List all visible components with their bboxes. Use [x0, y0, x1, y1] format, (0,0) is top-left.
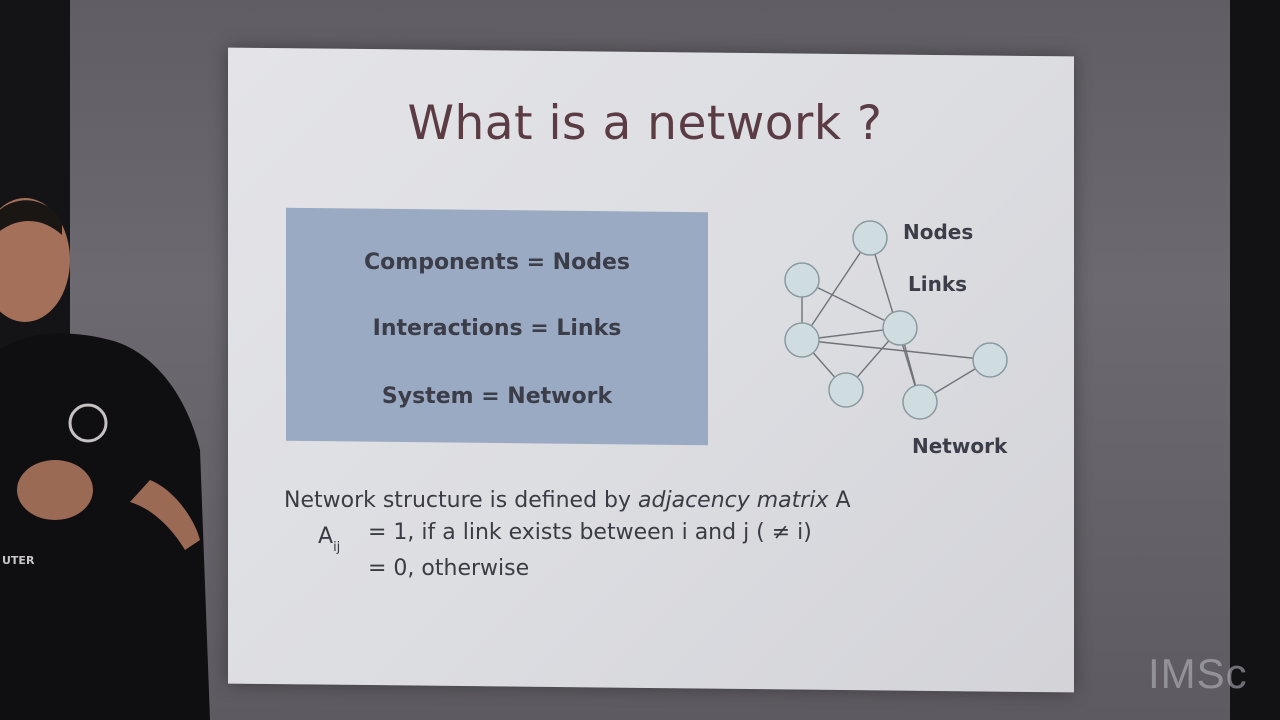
slide-title: What is a network ? [407, 96, 883, 151]
node [882, 310, 918, 346]
room-dark-right [1230, 0, 1280, 720]
presenter: UTER [0, 198, 210, 720]
adjacency-italic: adjacency matrix [638, 488, 829, 513]
link [801, 237, 871, 341]
adjacency-suffix: A [828, 488, 851, 513]
link [801, 339, 991, 361]
imsc-watermark: IMSc [1148, 650, 1248, 697]
presenter-arm [130, 480, 200, 550]
node [972, 342, 1008, 378]
definition-line-nodes: Components = Nodes [364, 250, 630, 275]
presenter-shirt [0, 333, 210, 720]
shirt-text: UTER [2, 554, 35, 567]
network-diagram [784, 220, 1008, 420]
node [852, 220, 888, 256]
adjacency-prefix: Network structure is defined by [284, 488, 639, 513]
node [784, 262, 820, 298]
node [902, 384, 938, 420]
matrix-symbol: A [318, 524, 334, 549]
nodes-label: Nodes [903, 220, 974, 244]
shirt-logo [68, 403, 108, 443]
matrix-rule-one: = 1, if a link exists between i and j ( … [368, 520, 812, 545]
matrix-subscript: ij [333, 540, 341, 555]
node [784, 322, 820, 358]
presenter-head [0, 198, 70, 322]
presenter-hands [17, 460, 93, 520]
links-label: Links [908, 272, 968, 296]
network-label: Network [912, 434, 1008, 458]
matrix-element: Aij [318, 524, 340, 555]
network-nodes [784, 220, 1008, 420]
matrix-rule-zero: = 0, otherwise [368, 556, 530, 581]
node [828, 372, 864, 408]
definition-line-links: Interactions = Links [372, 316, 622, 341]
presenter-hair [0, 200, 62, 235]
link [801, 279, 901, 329]
definition-line-network: System = Network [381, 384, 613, 409]
adjacency-definition: Network structure is defined by adjacenc… [284, 488, 851, 513]
